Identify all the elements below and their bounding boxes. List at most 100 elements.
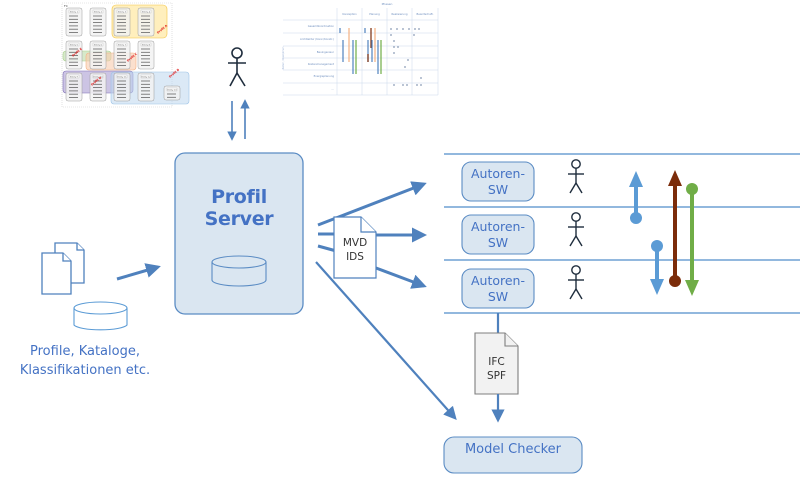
matrix-header: Phasen (382, 2, 393, 6)
authoring-tool-box-1[interactable] (461, 161, 535, 202)
svg-text:Entity 5: Entity 5 (70, 44, 78, 47)
exchange-arrow-4 (685, 183, 699, 296)
exchange-arrow-2 (650, 240, 664, 295)
entity-box: Entity 12 (137, 72, 155, 102)
profile-server-label: Profil Server (204, 186, 274, 230)
profile-tag: Profil A (156, 23, 169, 34)
entity-thumbnail-title: FC (64, 4, 68, 8)
profile-tag: Profil B (168, 67, 181, 78)
matrix-role-label: Bauingenieur (317, 50, 335, 54)
matrix-dot (420, 84, 422, 86)
authoring-tool-2-line1: Autoren- (470, 219, 525, 234)
matrix-dot (393, 84, 395, 86)
svg-text:Entity 10: Entity 10 (93, 76, 103, 79)
sources-to-server-arrow (116, 263, 161, 281)
entity-box: Entity 1 (65, 7, 83, 37)
user-icon (228, 47, 246, 87)
authoring-tool-box-2[interactable] (461, 214, 535, 255)
profile-tag: Profil C (126, 51, 139, 62)
authoring-tool-label-2: Autoren- SW (462, 219, 534, 251)
swimlane-lines (444, 153, 800, 314)
mvd-ids-label: MVD IDS (334, 236, 376, 264)
matrix-dot (390, 34, 392, 36)
authoring-tool-3-line2: SW (487, 289, 509, 304)
matrix-dot (402, 28, 404, 30)
entity-box: Entity 9 (65, 72, 83, 102)
matrix-dot (413, 34, 415, 36)
matrix-dot (393, 40, 395, 42)
svg-text:Entity 7: Entity 7 (118, 44, 126, 47)
svg-text:Entity 9: Entity 9 (70, 76, 78, 79)
ifc-spf-document-icon (474, 332, 519, 395)
exchange-arrow-1 (629, 171, 643, 224)
authoring-tool-box-3[interactable] (461, 268, 535, 309)
matrix-dot (408, 28, 410, 30)
mvd-label: MVD (342, 237, 368, 249)
profile-tag: Profil E (71, 47, 83, 58)
sources-label-line2: Klassifikationen etc. (19, 363, 151, 378)
matrix-dot (393, 52, 395, 54)
matrix-dot (393, 46, 395, 48)
profile-server-box[interactable] (174, 152, 304, 315)
sources-label-line1: Profile, Kataloge, (30, 344, 140, 359)
entity-box: Entity 8 (137, 40, 155, 70)
entity-box: Entity 4 (137, 7, 155, 37)
matrix-dot (407, 59, 409, 61)
authoring-tool-1-line1: Autoren- (470, 166, 525, 181)
svg-text:Entity 13: Entity 13 (167, 89, 177, 92)
entity-box: Entity 6 (89, 40, 107, 70)
svg-text:Entity 2: Entity 2 (94, 11, 102, 14)
svg-text:Entity 6: Entity 6 (94, 44, 102, 47)
ifc-label: IFC (488, 356, 505, 368)
matrix-dot (420, 77, 422, 79)
matrix-role-label: Architektur (Konz./Konstr.) (300, 37, 334, 41)
svg-text:Entity 3: Entity 3 (118, 11, 126, 14)
lane-user-icon (568, 159, 584, 194)
matrix-dot (414, 28, 416, 30)
ids-label: IDS (346, 251, 364, 263)
entity-box: Entity 5 (65, 40, 83, 70)
spf-label: SPF (486, 370, 507, 382)
mvd-ids-document-icon (333, 216, 377, 279)
sources-database-icon (73, 301, 128, 331)
entity-box: Entity 2 (89, 7, 107, 37)
matrix-role-label: Energieplanung (314, 74, 335, 78)
matrix-phase-label: Konzeption (342, 12, 357, 16)
matrix-dot (390, 28, 392, 30)
matrix-dot (404, 66, 406, 68)
exchange-arrow-3 (668, 170, 682, 287)
ifc-spf-label: IFC SPF (475, 355, 518, 383)
documents-icon (41, 242, 85, 295)
svg-text:Entity 8: Entity 8 (142, 44, 150, 47)
entity-box: Entity 7 (113, 40, 131, 70)
authoring-tool-2-line2: SW (487, 235, 509, 250)
matrix-side-label: Rollen / Disziplinen (282, 46, 285, 69)
authoring-tool-3-line1: Autoren- (470, 273, 525, 288)
svg-text:Entity 12: Entity 12 (141, 76, 151, 79)
lane-user-icon (568, 265, 584, 300)
svg-text:Entity 11: Entity 11 (117, 76, 127, 79)
sources-label: Profile, Kataloge, Klassifikationen etc. (0, 342, 170, 380)
matrix-dot (406, 84, 408, 86)
matrix-dot (418, 28, 420, 30)
matrix-dot (397, 46, 399, 48)
entity-profile-thumbnail: Entity 1 Entity 2 Entity 3 Entity 4 Entity 5… (61, 2, 190, 108)
entity-box: Entity 3 (113, 7, 131, 37)
matrix-dot (396, 28, 398, 30)
matrix-phase-label: Planung (369, 12, 380, 16)
authoring-tool-label-3: Autoren- SW (462, 273, 534, 305)
authoring-tool-label-1: Autoren- SW (462, 166, 534, 198)
matrix-role-label: ... (332, 88, 335, 91)
model-checker-label: Model Checker (464, 442, 562, 457)
server-to-checker-arrow (315, 261, 457, 420)
matrix-dot (416, 84, 418, 86)
matrix-role-label: Gesamtkoordination (308, 24, 335, 28)
matrix-phase-label: Realisierung (392, 12, 408, 16)
model-checker-box[interactable] (443, 436, 583, 474)
entity-box: Entity 11 (113, 72, 131, 102)
lane-user-icon (568, 212, 584, 247)
matrix-dot (402, 84, 404, 86)
authoring-tool-1-line2: SW (487, 182, 509, 197)
profile-tag: Profil D (90, 75, 103, 86)
